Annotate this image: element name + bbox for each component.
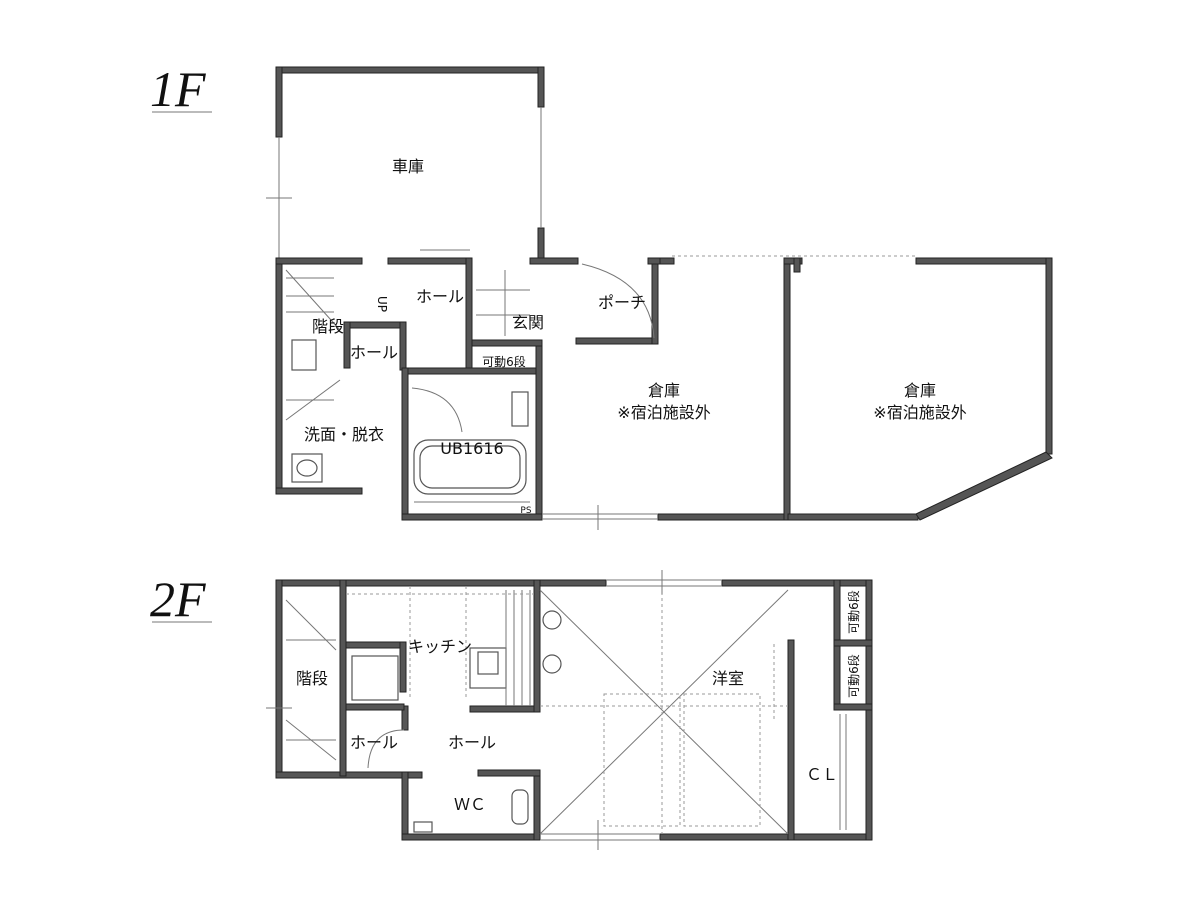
floor-2-title: 2F <box>150 571 206 627</box>
core-walls <box>275 249 673 521</box>
room-label-porch: ポーチ <box>598 293 646 312</box>
bath-fixtures <box>411 387 530 503</box>
garage-walls <box>266 66 545 259</box>
room-label-garage: 車庫 <box>392 157 424 176</box>
stairs-up-label: UP <box>375 296 389 312</box>
room-note-storage-a: ※宿泊施設外 <box>617 403 710 422</box>
room-label-stairs-1f: 階段 <box>312 317 344 336</box>
floor-2-walls <box>275 579 873 841</box>
western-room-lines <box>539 570 847 850</box>
room-label-kitchen: キッチン <box>408 637 472 656</box>
room-label-storage-a: 倉庫 <box>648 381 680 400</box>
stair-lines-1f <box>285 263 655 483</box>
room-label-stairs-2f: 階段 <box>296 669 328 688</box>
shelf-label-1f: 可動6段 <box>482 354 526 369</box>
kitchen-fixtures <box>346 586 562 833</box>
floor-1-title: 1F <box>150 61 206 117</box>
room-label-entrance: 玄関 <box>512 313 544 332</box>
room-label-washroom: 洗面・脱衣 <box>304 425 384 444</box>
room-label-storage-b: 倉庫 <box>904 381 936 400</box>
room-label-western: 洋室 <box>712 669 744 688</box>
room-label-hall-1f: ホール <box>416 287 464 306</box>
floor-2: 2F <box>150 570 873 850</box>
room-label-closet: ＣＬ <box>806 765 838 784</box>
room-label-hall-2f: ホール <box>448 733 496 752</box>
storage-walls <box>542 255 1053 530</box>
floor-1: 1F <box>150 61 1053 530</box>
room-label-bath: UB1616 <box>440 439 503 458</box>
ps-label: PS <box>520 506 531 516</box>
room-label-wc: ＷＣ <box>454 795 486 814</box>
shelf-label-2f-bottom: 可動6段 <box>846 654 861 698</box>
room-label-hall-small-2f: ホール <box>350 733 398 752</box>
shelf-label-2f-top: 可動6段 <box>846 590 861 634</box>
room-label-hall-small-1f: ホール <box>350 343 398 362</box>
stair-lines-2f <box>266 599 337 761</box>
room-note-storage-b: ※宿泊施設外 <box>873 403 966 422</box>
